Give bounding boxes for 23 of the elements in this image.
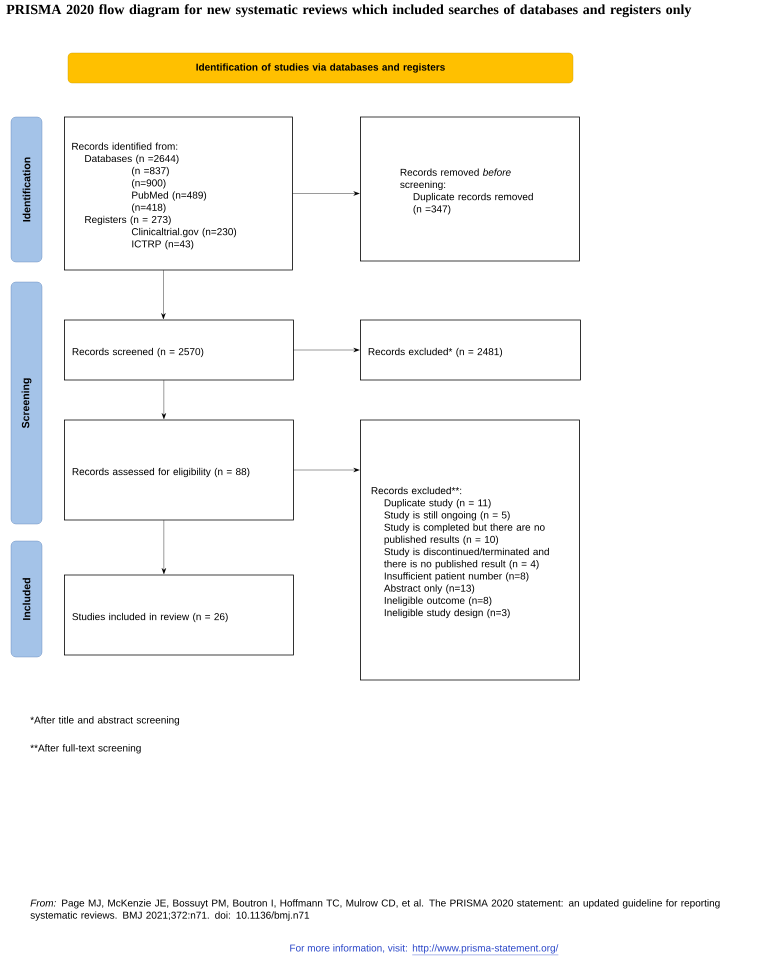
footnote: *After title and abstract screening xyxy=(30,716,180,726)
stage-label-band: Included xyxy=(10,540,42,658)
arrow xyxy=(161,270,166,320)
process-box: Records screened (n = 2570) xyxy=(64,320,294,380)
info-text: For more information, visit: xyxy=(290,944,407,953)
arrow xyxy=(162,380,166,420)
arrow xyxy=(294,468,360,472)
process-box: Records assessed for eligibility (n = 88) xyxy=(64,420,294,520)
stage-label-band: Identification xyxy=(10,116,42,262)
arrow xyxy=(162,520,166,574)
title: PRISMA 2020 flow diagram for new systematic reviews which included searches of databases and registers only xyxy=(6,4,692,18)
footnote: **After full-text screening xyxy=(30,744,141,754)
link: http://www.prisma-statement.org/ xyxy=(412,944,559,956)
process-box: Records excluded**: Duplicate study (n = 11) Study is still ongoing (n = 5) Study is completed but there are no published results (n = 10) Study is discontinued/terminated and there is no published result (n = 4) Insufficient patient number (n=8) Abstract only (n=13) Ineligible outcome (n=8) Ineligible study design (n=3) xyxy=(360,420,580,680)
arrow xyxy=(292,191,360,196)
section-header-band: Identification of studies via databases and registers xyxy=(68,52,574,84)
citation: From: Page MJ, McKenzie JE, Bossuyt PM, Boutron I, Hoffmann TC, Mulrow CD, et al. The PRISMA 2020 statement: an updated guideline for reporting systematic reviews. BMJ 2021;372:n71. doi: 10.1136/bmj.n71 xyxy=(30,899,720,921)
process-box: Records removed before screening: Duplicate records removed (n =347) xyxy=(360,116,580,262)
stage-label-band: Screening xyxy=(10,282,42,524)
process-box: Records excluded* (n = 2481) xyxy=(360,320,581,380)
arrow xyxy=(294,348,360,352)
process-box: Studies included in review (n = 26) xyxy=(64,574,294,656)
process-box: Records identified from: Databases (n =2644) (n =837) (n=900) PubMed (n=489) (n=418) Registers (n = 273) Clinicaltrial.gov (n=230) ICTRP (n=43) xyxy=(64,116,293,270)
